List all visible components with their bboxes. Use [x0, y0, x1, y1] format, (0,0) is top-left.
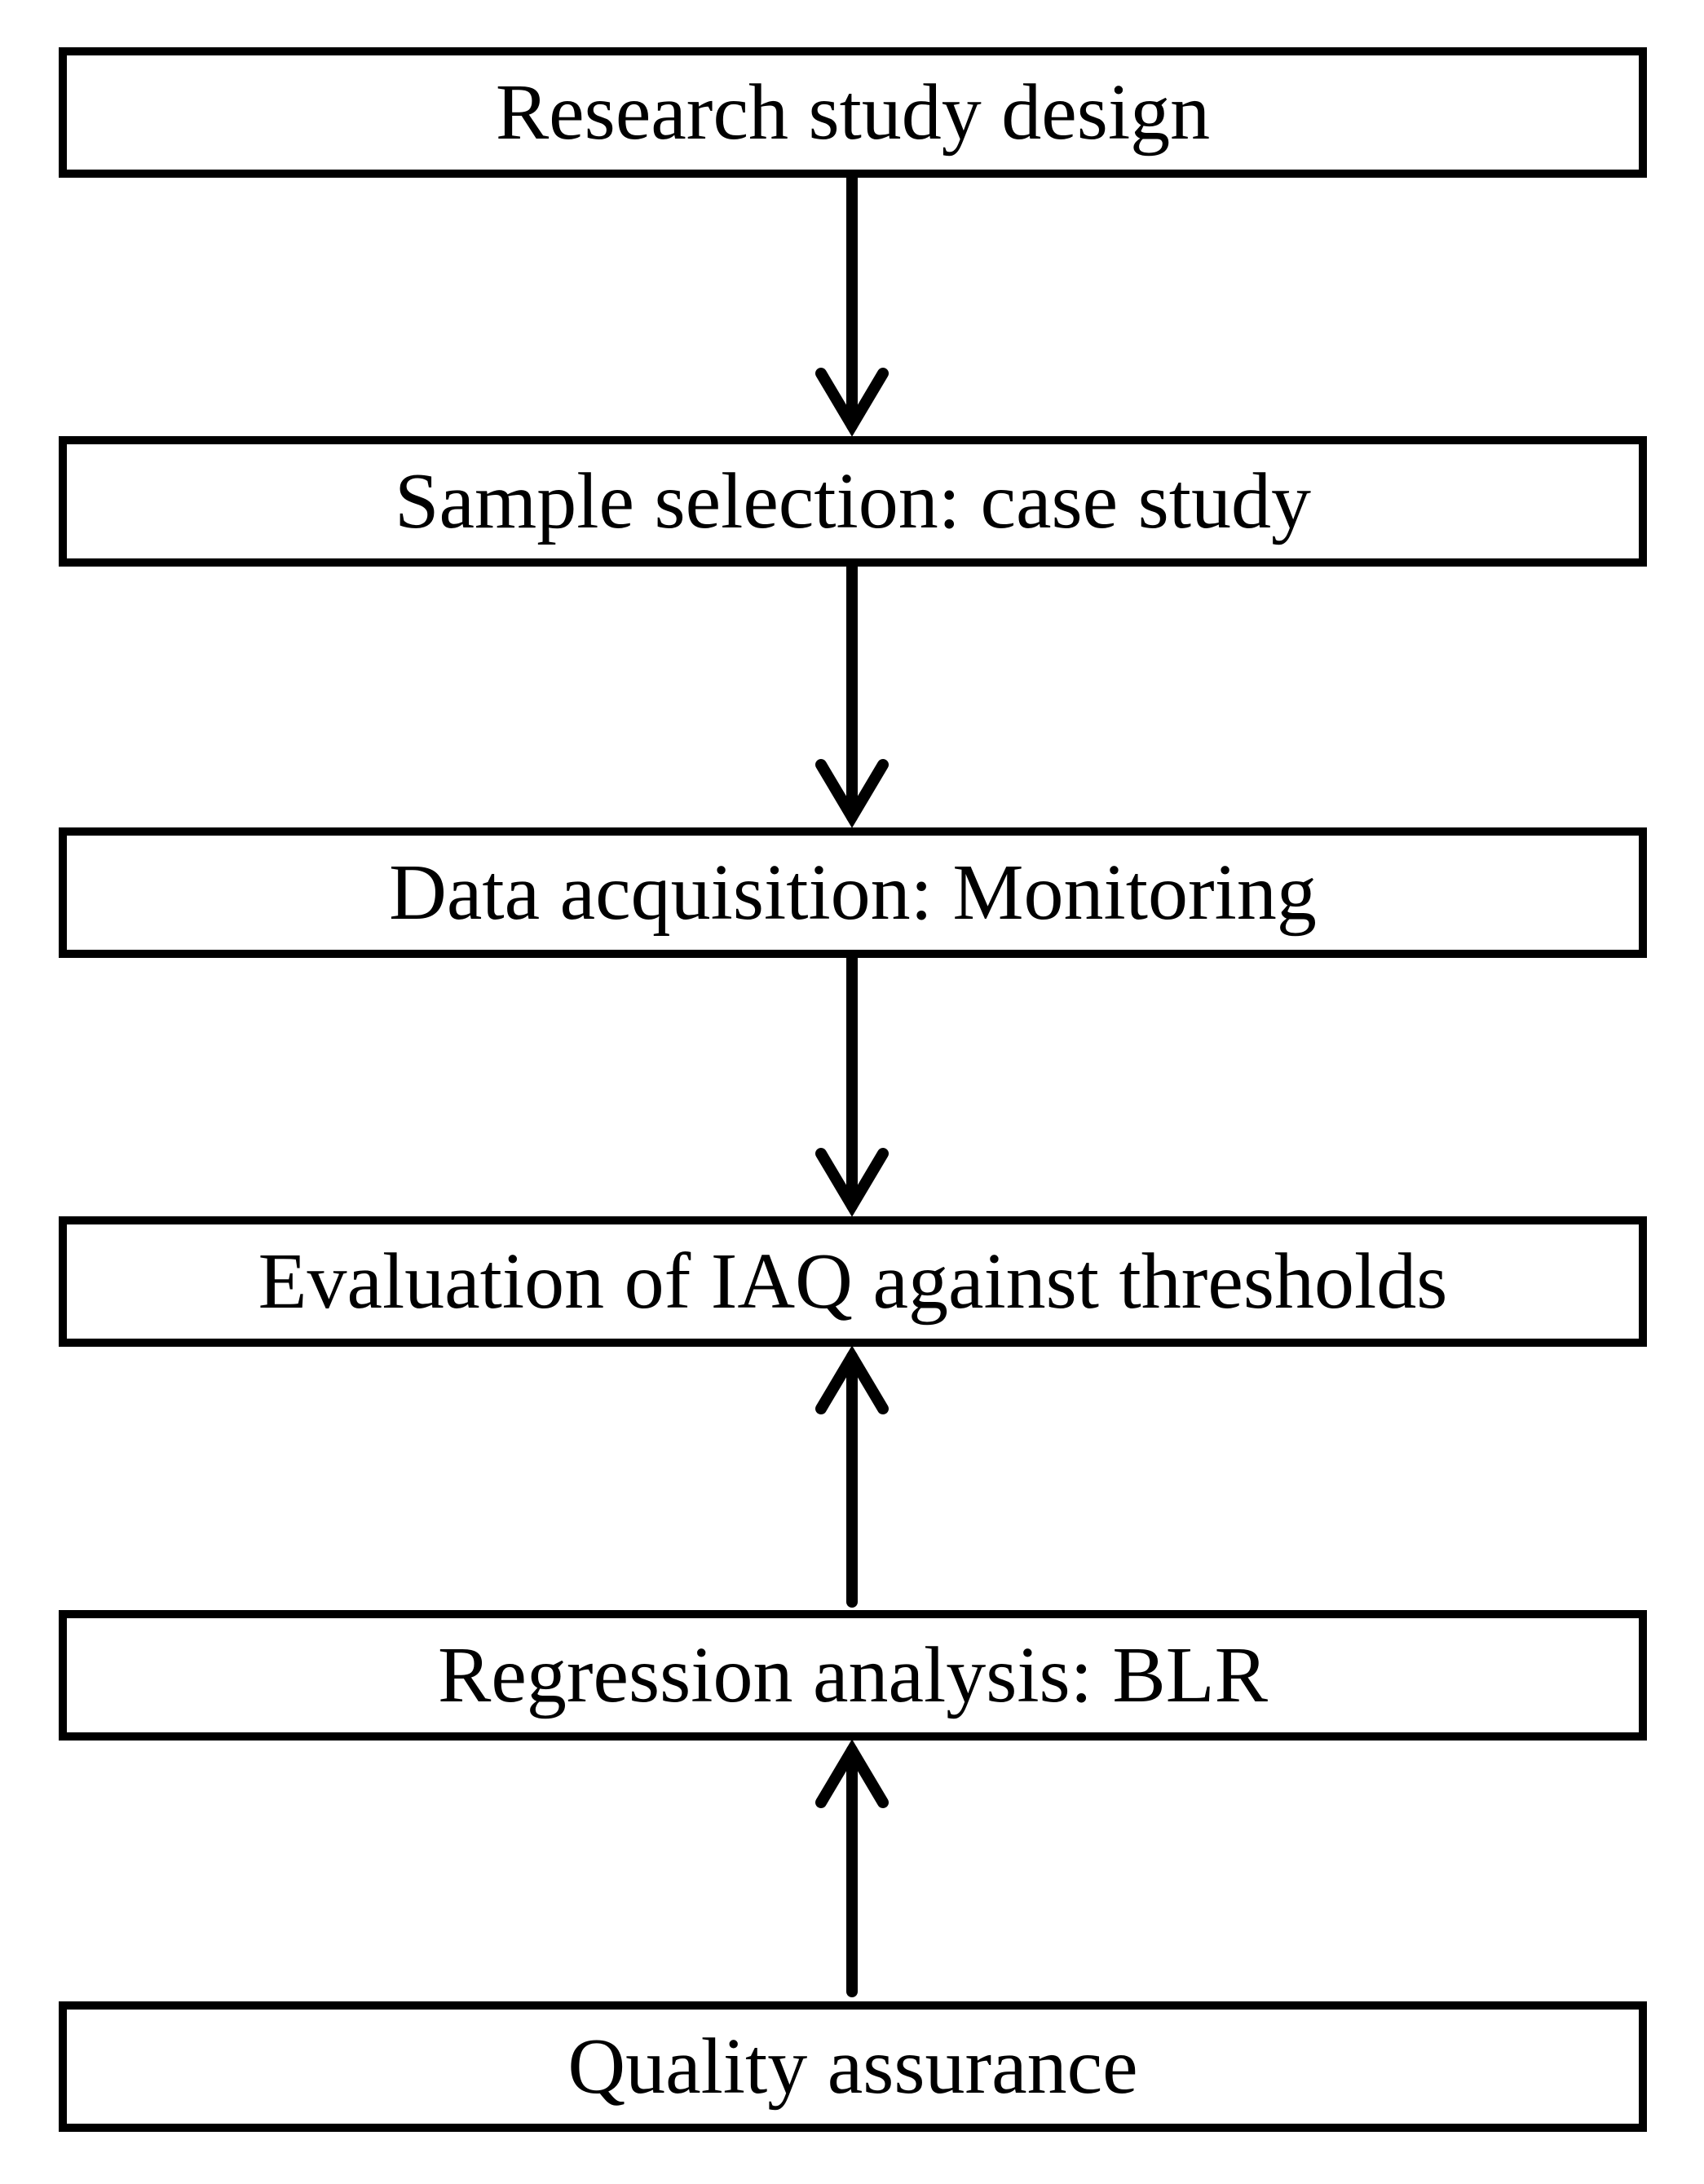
step-label: Sample selection: case study [395, 457, 1311, 545]
step-data-acquisition: Data acquisition: Monitoring [59, 827, 1647, 958]
arrow-sample-to-acquisition [815, 561, 889, 828]
step-quality-assurance: Quality assurance [59, 2001, 1647, 2132]
step-sample-selection: Sample selection: case study [59, 436, 1647, 567]
arrow-design-to-sample [815, 172, 889, 437]
step-evaluation-iaq: Evaluation of IAQ against thresholds [59, 1216, 1647, 1347]
arrow-quality-to-regression [815, 1739, 889, 1997]
arrow-regression-to-evaluation [815, 1345, 889, 1608]
step-label: Quality assurance [567, 2023, 1138, 2111]
step-label: Regression analysis: BLR [437, 1631, 1269, 1719]
step-label: Research study design [495, 68, 1211, 157]
step-regression-analysis: Regression analysis: BLR [59, 1610, 1647, 1741]
step-label: Data acquisition: Monitoring [389, 849, 1317, 937]
arrow-acquisition-to-evaluation [815, 952, 889, 1217]
step-label: Evaluation of IAQ against thresholds [258, 1238, 1448, 1326]
step-research-study-design: Research study design [59, 47, 1647, 178]
